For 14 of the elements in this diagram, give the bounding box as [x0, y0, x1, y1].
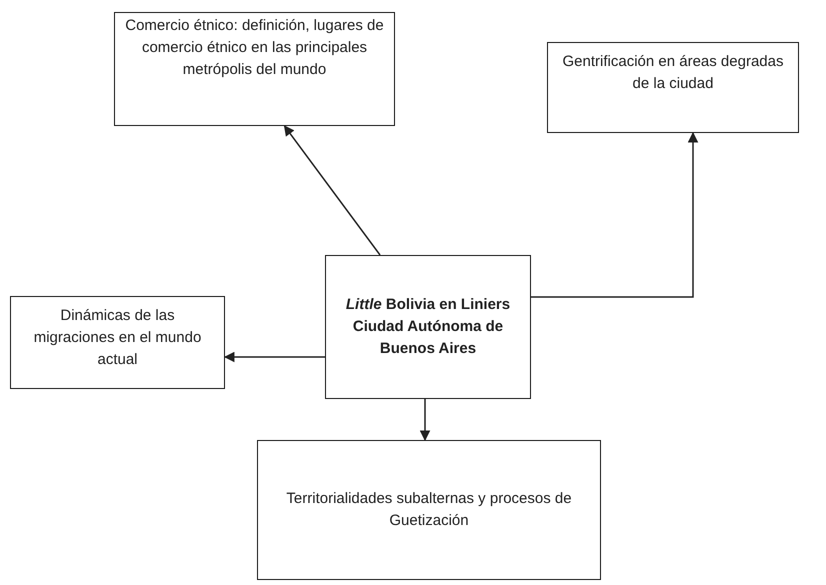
topic-box: [257, 440, 601, 580]
arrow: [420, 399, 430, 442]
topic-box: [114, 12, 395, 126]
topic-box: [10, 296, 225, 389]
topic-box: [547, 42, 799, 133]
topic-text: Territorialidades subalternas y procesos de Guetización: [285, 489, 573, 531]
topic-text: Dinámicas de las migraciones en el mundo actual: [32, 306, 202, 370]
arrow: [284, 125, 381, 256]
topic-text: Gentrificación en áreas degradas de la ciudad: [562, 52, 784, 94]
topic-text: Comercio étnico: definición, lugares de comercio étnico en las principales metrópolis del mundo: [124, 16, 385, 80]
arrow: [224, 352, 325, 362]
topic-box: [325, 255, 531, 399]
arrow: [531, 132, 698, 298]
topic-text: Little Bolivia en Liniers Ciudad Autónoma de Buenos Aires: [344, 295, 512, 359]
